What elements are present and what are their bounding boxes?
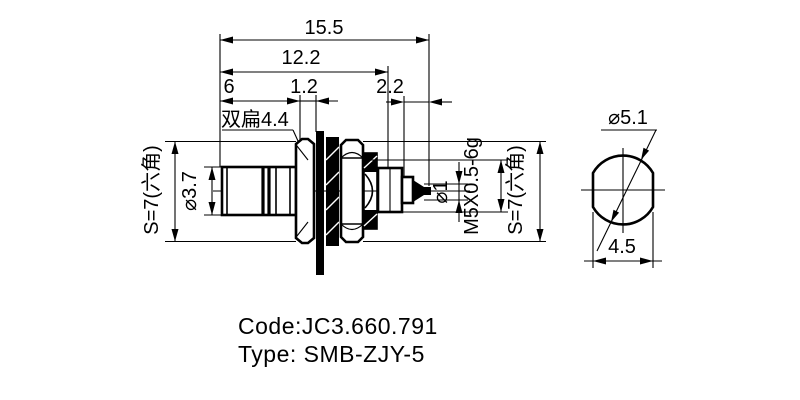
front-cylinder	[220, 165, 298, 217]
arrowhead	[416, 36, 429, 44]
double-flat-note: 双扁4.4	[221, 108, 289, 131]
body-length-label: 12.2	[282, 47, 321, 69]
arrowhead	[220, 97, 233, 105]
washer-hatch	[325, 171, 340, 186]
lock-washer	[326, 137, 339, 246]
thread-spec-label: M5X0.5-6g	[461, 137, 483, 235]
nut-chamfer-arc	[340, 223, 364, 231]
pin-diameter-label: ⌀1	[430, 180, 452, 203]
arrowhead	[455, 200, 463, 213]
arrowhead	[171, 229, 179, 242]
end-view: ⌀5.1 4.5	[581, 107, 665, 268]
part-code: Code:JC3.660.791	[238, 313, 438, 339]
solder-lug-plate	[316, 131, 324, 275]
arrowhead	[593, 257, 606, 265]
washer-hatch	[325, 196, 340, 211]
flange-width-label: 1.2	[290, 76, 318, 98]
tail-length-label: 2.2	[376, 76, 404, 98]
hex-flange	[294, 137, 316, 245]
center-pin	[413, 180, 431, 202]
arrowhead	[316, 97, 329, 105]
arrowhead	[611, 209, 620, 222]
top-dimensions: 15.5 12.2 6 1.2 2.2 双扁4.4	[219, 17, 452, 186]
hex-size-left-label: S=7(六角)	[140, 145, 163, 234]
washer-hatch	[325, 146, 340, 161]
arrowhead	[497, 160, 505, 173]
right-dimensions: ⌀1 M5X0.5-6g S=7(六角)	[363, 137, 546, 243]
arrowhead	[641, 147, 650, 160]
part-type: Type: SMB-ZJY-5	[238, 341, 425, 367]
arrowhead	[640, 257, 653, 265]
front-length-label: 6	[223, 76, 234, 98]
connector-body	[213, 131, 470, 275]
flat-chamfer-line	[296, 221, 309, 237]
arrowhead	[455, 171, 463, 184]
nut-chamfer-arc	[340, 151, 364, 159]
end-diameter-label: ⌀5.1	[608, 107, 648, 129]
arrowhead	[429, 98, 442, 106]
arrowhead	[536, 229, 544, 242]
end-view-outline	[591, 154, 655, 226]
hex-nut	[339, 138, 365, 244]
arrowhead	[497, 199, 505, 212]
arrowhead	[208, 202, 216, 215]
flat-chamfer-line	[296, 145, 309, 161]
arrowhead	[287, 97, 300, 105]
front-diameter-label: ⌀3.7	[179, 171, 201, 211]
knurl-hatch	[363, 213, 378, 227]
knurl-hatch	[363, 155, 378, 169]
arrowhead	[391, 98, 404, 106]
spring-washer-arc	[364, 173, 374, 209]
arrowhead	[375, 68, 388, 76]
arrowhead	[171, 141, 179, 154]
total-length-label: 15.5	[305, 17, 344, 39]
arrowhead	[536, 141, 544, 154]
arrowhead	[220, 36, 233, 44]
hex-size-right-label: S=7(六角)	[504, 145, 527, 234]
title-block: Code:JC3.660.791 Type: SMB-ZJY-5	[238, 313, 438, 367]
arrowhead	[220, 68, 233, 76]
washer-hatch	[325, 221, 340, 236]
arrowhead	[208, 167, 216, 180]
left-dimensions: S=7(六角) ⌀3.7	[140, 140, 296, 243]
rear-step	[400, 175, 415, 205]
across-flats-label: 4.5	[608, 236, 636, 258]
